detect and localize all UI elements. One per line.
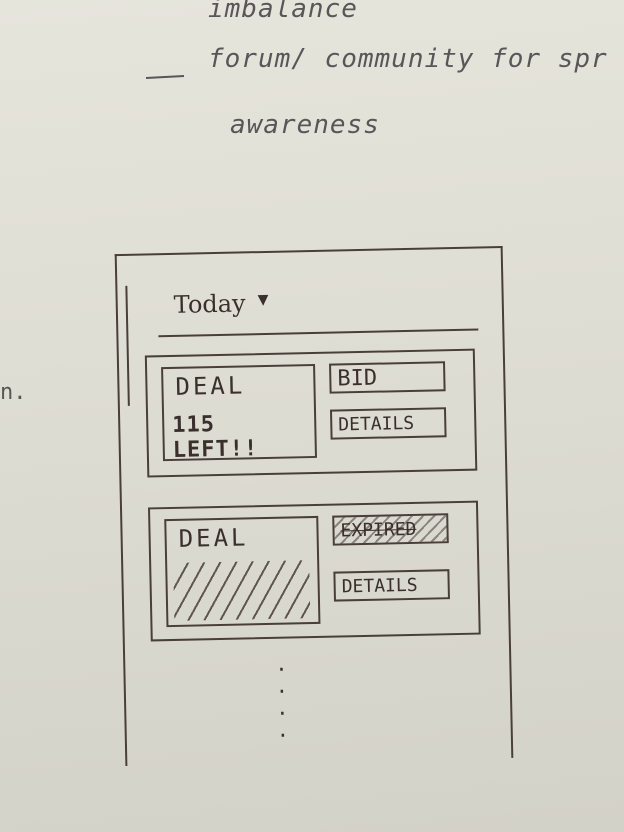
more-items-indicator: . . . . — [275, 651, 289, 742]
hatched-image-placeholder — [173, 560, 311, 621]
dropdown-caret-icon[interactable]: ▼ — [257, 288, 269, 311]
deal-box[interactable]: DEAL — [164, 515, 321, 628]
deal-card: DEAL 115 LEFT!! BID DETAILS — [144, 348, 478, 478]
stray-mark: n. — [0, 380, 27, 405]
phone-edge-line — [125, 285, 130, 406]
deal-label: DEAL — [178, 523, 249, 553]
note-awareness: awareness — [230, 110, 380, 140]
bid-button[interactable]: BID — [329, 361, 446, 394]
deal-box[interactable]: DEAL 115 LEFT!! — [161, 363, 317, 463]
note-forum-community: forum/ community for spr — [208, 44, 608, 74]
expired-button: EXPIRED — [332, 513, 449, 546]
deal-card-expired: DEAL EXPIRED DETAILS — [147, 500, 481, 642]
date-filter-label: Today — [173, 289, 246, 319]
phone-screen-sketch: Today ▼ DEAL 115 LEFT!! BID DETAILS DEAL… — [114, 245, 514, 767]
deal-label: DEAL — [175, 371, 246, 401]
details-button[interactable]: DETAILS — [329, 407, 447, 440]
note-dash — [145, 75, 185, 79]
items-left-text: 115 LEFT!! — [172, 412, 259, 463]
details-button[interactable]: DETAILS — [333, 569, 450, 602]
date-header[interactable]: Today ▼ — [157, 270, 479, 338]
note-imbalance: imbalance — [208, 0, 358, 24]
